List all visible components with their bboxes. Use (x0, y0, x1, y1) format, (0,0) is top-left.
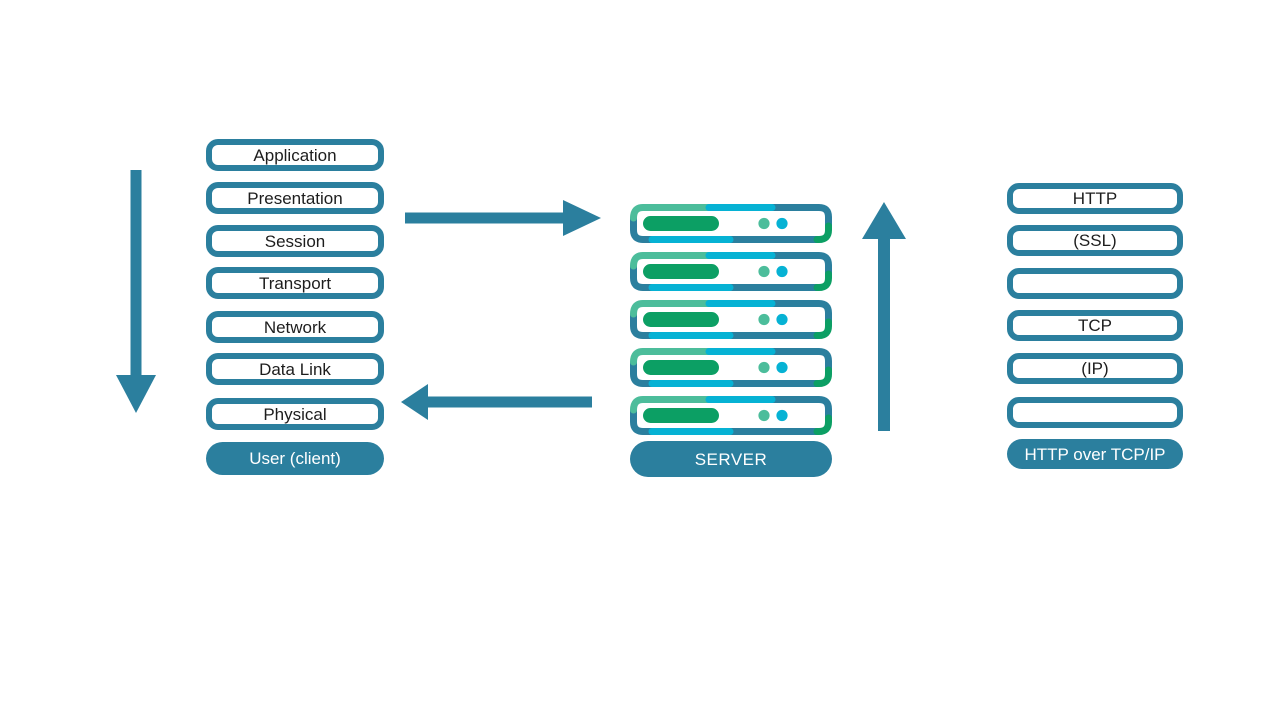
server-unit-icon (630, 204, 832, 243)
right-arrow-icon (405, 200, 601, 236)
up-arrow-icon (862, 202, 906, 431)
user-client-label: User (client) (206, 442, 384, 475)
protocol-layer-empty-2 (1007, 397, 1183, 428)
server-unit-icon (630, 252, 832, 291)
osi-layer-session: Session (206, 225, 384, 257)
protocol-layer-http: HTTP (1007, 183, 1183, 214)
down-arrow-icon (116, 170, 156, 413)
osi-layer-presentation: Presentation (206, 182, 384, 214)
protocol-layer-ip: (IP) (1007, 353, 1183, 384)
http-over-tcpip-label: HTTP over TCP/IP (1007, 439, 1183, 469)
left-arrow-icon (401, 384, 592, 420)
server-label: SERVER (630, 441, 832, 477)
osi-layer-network: Network (206, 311, 384, 343)
server-unit-icon (630, 300, 832, 339)
osi-layer-data-link: Data Link (206, 353, 384, 385)
protocol-layer-ssl: (SSL) (1007, 225, 1183, 256)
osi-layer-application: Application (206, 139, 384, 171)
server-unit-icon (630, 396, 832, 435)
protocol-layer-tcp: TCP (1007, 310, 1183, 341)
osi-layer-physical: Physical (206, 398, 384, 430)
protocol-layer-empty-1 (1007, 268, 1183, 299)
osi-layer-transport: Transport (206, 267, 384, 299)
server-unit-icon (630, 348, 832, 387)
